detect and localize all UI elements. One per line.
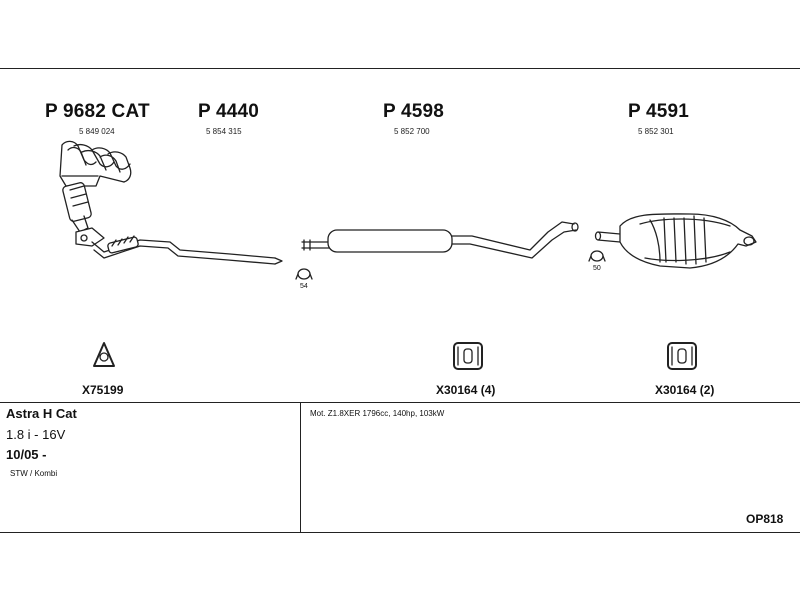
divider-horizontal [0,402,800,403]
part-code-middle-silencer: P 4598 [383,101,445,122]
rear-silencer [594,213,757,269]
part-oe-rear-silencer: 5 852 301 [638,127,674,136]
rubber-mount-icon [453,342,483,370]
clamp-54-icon [295,268,313,280]
motor-specification: Mot. Z1.8XER 1796cc, 140hp, 103kW [310,409,445,418]
divider-vertical [300,402,301,532]
part-oe-middle-silencer: 5 852 700 [394,127,430,136]
diagram-code: OP818 [746,512,784,526]
fitting-label-x30164-2: X30164 (2) [655,383,715,397]
flange-gasket-icon [93,342,115,367]
vehicle-model: Astra H Cat [6,406,77,421]
fitting-label-x30164-4: X30164 (4) [436,383,496,397]
vehicle-engine: 1.8 i - 16V [6,427,66,442]
cat-flange [75,227,105,247]
part-code-cat: P 9682 CAT [45,101,150,122]
clamp-50-label: 50 [593,265,601,272]
middle-silencer [301,221,579,259]
clamp-50-icon [588,250,606,262]
diagram-frame [0,68,800,533]
clamp-54-label: 54 [300,283,308,290]
vehicle-date-range: 10/05 - [6,447,47,462]
catalytic-converter-manifold [59,140,132,233]
part-code-rear-silencer: P 4591 [628,101,690,122]
part-oe-cat: 5 849 024 [79,127,115,136]
front-pipe [91,235,283,265]
part-code-front-pipe: P 4440 [198,101,260,122]
rubber-mount-icon [667,342,697,370]
part-oe-front-pipe: 5 854 315 [206,127,242,136]
fitting-label-x75199: X75199 [82,383,124,397]
vehicle-body-type: STW / Kombi [10,469,58,478]
